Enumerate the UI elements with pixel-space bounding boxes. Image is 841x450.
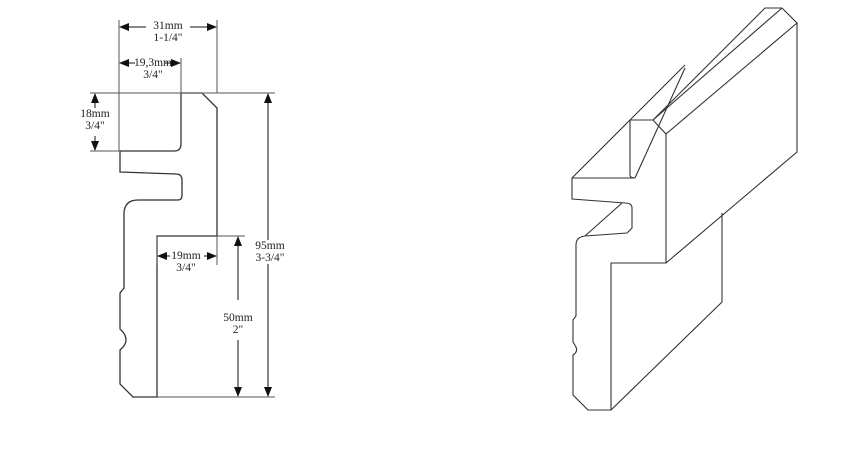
dimension-arrows [91,23,272,397]
dim-lip-height-label: 18mm 3/4" [76,108,114,132]
dim-metric: 31mm [153,20,183,32]
dim-imperial: 3-3/4" [255,252,285,264]
dim-step-width-label: 19mm 3/4" [168,250,204,274]
dim-imperial: 3/4" [176,262,196,274]
dim-metric: 95mm [255,240,285,252]
dim-metric: 50mm [223,312,253,324]
dim-metric: 19mm [171,250,201,262]
dim-total-height-label: 95mm 3-3/4" [250,240,290,264]
dim-step-height-label: 50mm 2" [220,312,256,336]
dim-metric: 18mm [80,108,110,120]
dim-tongue-width-label: 19,3mm 3/4" [131,57,175,81]
profile-outline [119,92,218,398]
dim-imperial: 3/4" [143,69,163,81]
dim-metric: 19,3mm [133,57,172,69]
isometric-view [571,7,798,411]
dim-imperial: 1-1/4" [153,32,183,44]
dim-imperial: 2" [232,324,244,336]
dim-imperial: 3/4" [85,120,105,132]
dim-total-width-label: 31mm 1-1/4" [146,20,190,44]
extension-lines [90,20,275,398]
